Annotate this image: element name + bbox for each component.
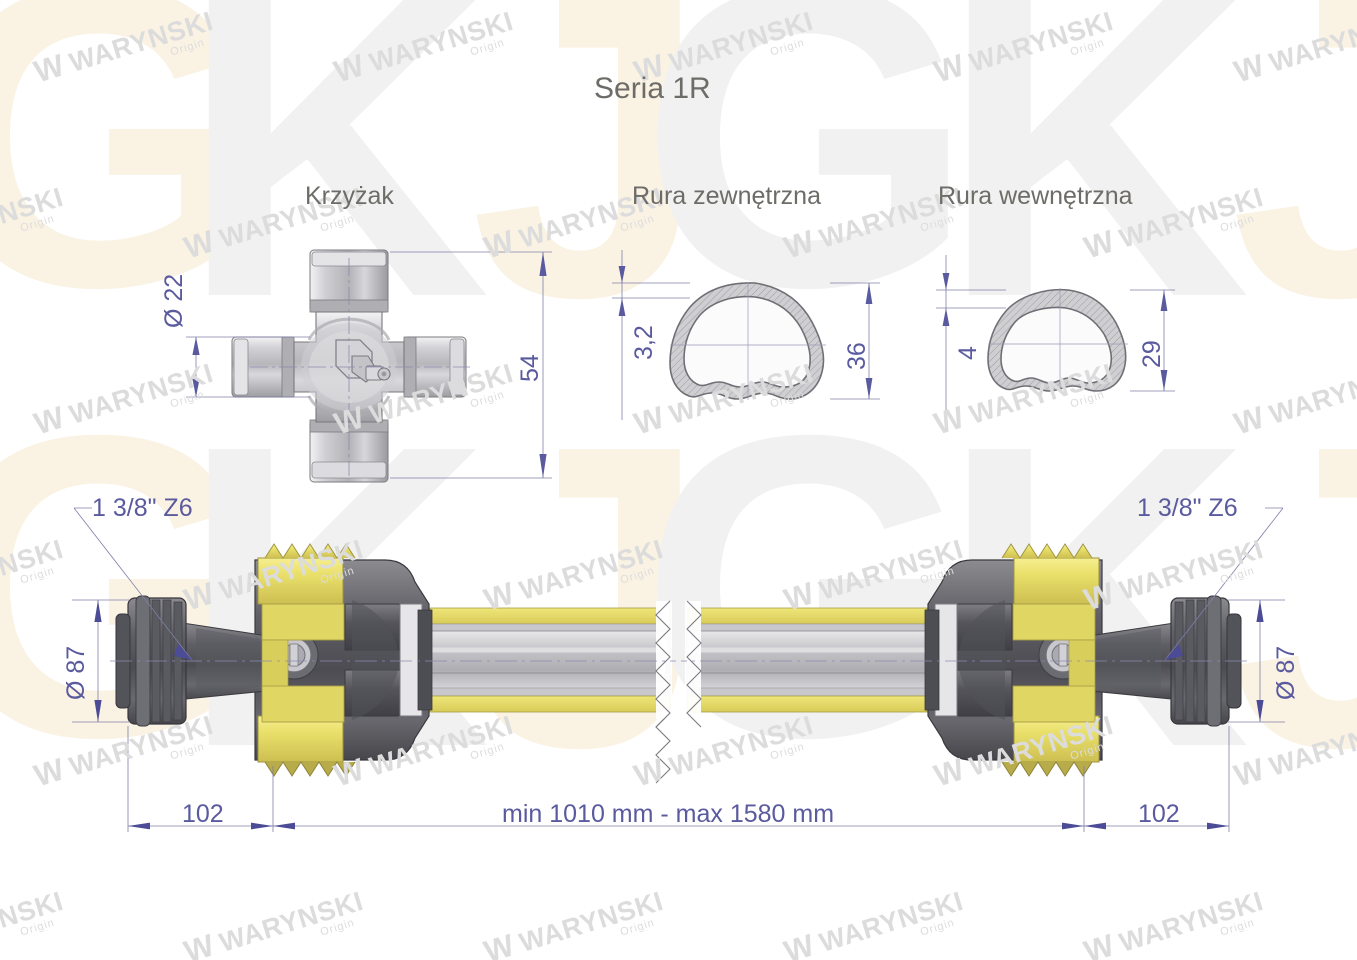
section-label-inner-tube: Rura wewnętrzna xyxy=(938,182,1133,210)
dim-outer-tube-wall: 3,2 xyxy=(630,325,658,360)
bg-letter-g-4: G xyxy=(640,347,974,827)
inner-tube-profile xyxy=(987,288,1128,392)
section-label-outer-tube: Rura zewnętrzna xyxy=(632,182,821,210)
dim-inner-tube-wall: 4 xyxy=(954,346,982,360)
dim-spline-right: 1 3/8" Z6 xyxy=(1137,494,1238,522)
dim-outer-tube-dia: 36 xyxy=(843,342,871,370)
dim-cross-pin-dia: Ø 22 xyxy=(160,273,188,328)
assembly-dimension-lines xyxy=(72,507,1285,832)
break-line-right xyxy=(686,600,702,728)
dim-inner-tube-dia: 29 xyxy=(1138,340,1166,368)
shaft-assembly-right xyxy=(681,543,1247,777)
bg-letter-g-2: G xyxy=(640,0,974,377)
right-outer-tube xyxy=(686,607,928,713)
bg-letter-g-1: G xyxy=(0,0,264,377)
section-label-cross: Krzyżak xyxy=(305,182,394,210)
cross-dimension-arrows xyxy=(192,252,547,478)
bg-letter-j-4: J xyxy=(1230,357,1357,837)
left-outer-tube xyxy=(429,607,671,713)
grease-nipple-icon xyxy=(335,339,391,383)
outer-tube-profile xyxy=(669,282,826,400)
bg-letter-j-1: J xyxy=(470,0,709,387)
bg-letter-g-3: G xyxy=(0,347,264,827)
dim-cross-width: 54 xyxy=(516,354,544,382)
dim-yoke-length-left: 102 xyxy=(182,800,224,828)
assembly-dimension-arrows xyxy=(94,600,1264,830)
dim-yoke-dia-right: Ø 87 xyxy=(1272,645,1300,700)
outer-tube-dimension-arrows xyxy=(618,266,873,399)
bg-letter-j-2: J xyxy=(1230,0,1357,387)
dim-overall-length: min 1010 mm - max 1580 mm xyxy=(502,800,835,828)
shaft-assembly-left xyxy=(110,543,676,784)
dim-yoke-dia-left: Ø 87 xyxy=(62,645,90,700)
dim-spline-left: 1 3/8" Z6 xyxy=(92,494,193,522)
cross-joint-drawing xyxy=(231,249,470,483)
dim-yoke-length-right: 102 xyxy=(1138,800,1180,828)
page-title: Seria 1R xyxy=(594,72,711,105)
inner-tube-dimension-arrows xyxy=(942,273,1168,391)
